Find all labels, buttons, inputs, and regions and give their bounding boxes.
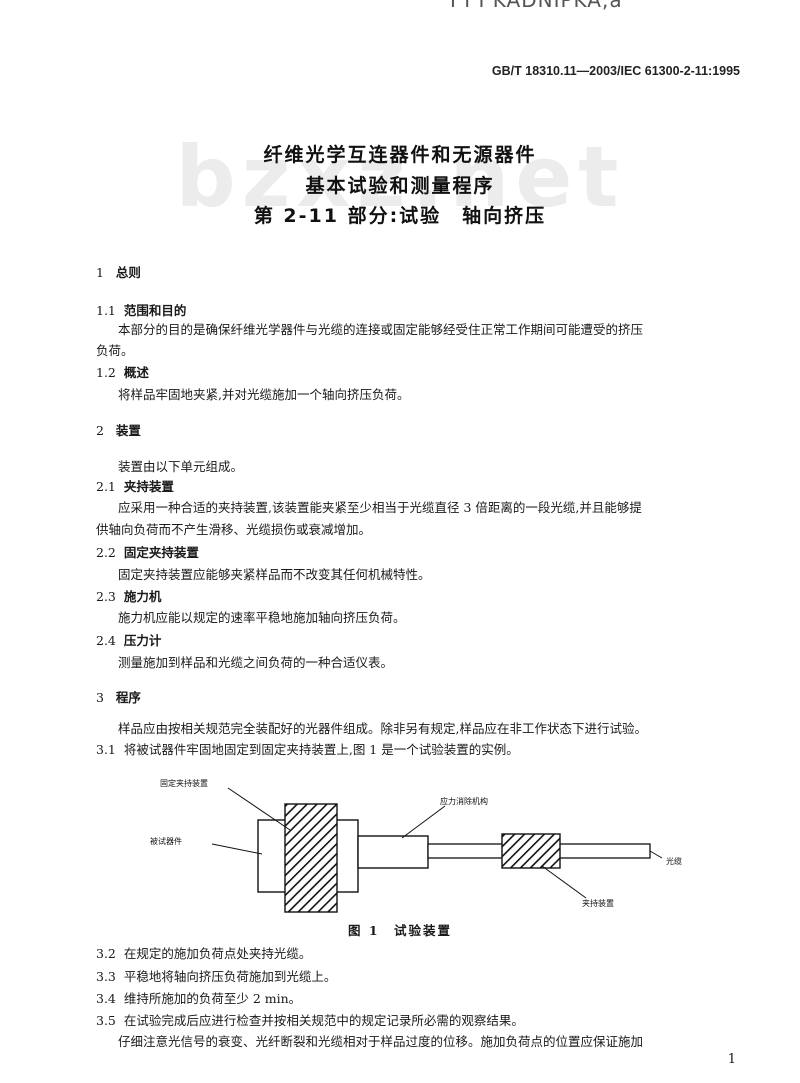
step-number: 3.1 xyxy=(96,742,116,757)
label-cable: 光缆 xyxy=(666,856,682,866)
leader-line xyxy=(211,843,263,855)
section-title: 固定夹持装置 xyxy=(123,545,199,560)
paragraph: 固定夹持装置应能够夹紧样品而不改变其任何机械特性。 xyxy=(118,567,431,582)
section-1-1-heading: 1.1 范围和目的 xyxy=(96,300,186,319)
section-title: 压力计 xyxy=(123,633,162,648)
section-2-1-heading: 2.1 夹持装置 xyxy=(96,476,174,495)
section-2-heading: 2 装置 xyxy=(96,420,141,439)
title-line-3: 第 2-11 部分:试验 轴向挤压 xyxy=(253,205,547,227)
section-title: 范围和目的 xyxy=(123,303,187,318)
test-setup-figure: 固定夹持装置 被试器件 应力消除机构 光缆 夹持装置 xyxy=(150,778,682,913)
section-3-heading: 3 程序 xyxy=(96,687,141,706)
paragraph-continuation: 供轴向负荷而不产生滑移、光缆损伤或衰减增加。 xyxy=(96,522,372,537)
section-1-heading: 1 总则 xyxy=(96,262,141,281)
section-title: 程序 xyxy=(115,690,141,705)
section-title: 装置 xyxy=(115,423,141,438)
step-text: 平稳地将轴向挤压负荷施加到光缆上。 xyxy=(123,969,337,984)
section-number: 3 xyxy=(96,690,104,705)
section-number: 1.2 xyxy=(96,365,116,380)
section-title: 总则 xyxy=(115,265,141,280)
section-number: 2.1 xyxy=(96,479,116,494)
paragraph: 测量施加到样品和光缆之间负荷的一种合适仪表。 xyxy=(118,655,394,670)
paragraph: 应采用一种合适的夹持装置,该装置能夹紧至少相当于光缆直径 3 倍距离的一段光缆,… xyxy=(118,500,642,515)
label-strain-relief: 应力消除机构 xyxy=(440,796,488,806)
step-text: 将被试器件牢固地固定到固定夹持装置上,图 1 是一个试验装置的实例。 xyxy=(123,742,519,757)
step-3-4: 3.4 维持所施加的负荷至少 2 min。 xyxy=(96,988,301,1007)
standard-number: GB/T 18310.11—2003/IEC 61300-2-11:1995 xyxy=(491,64,740,78)
step-3-1: 3.1 将被试器件牢固地固定到固定夹持装置上,图 1 是一个试验装置的实例。 xyxy=(96,739,519,758)
section-number: 2.2 xyxy=(96,545,116,560)
section-number: 2 xyxy=(96,423,104,438)
leader-line xyxy=(541,865,587,899)
page-number: 1 xyxy=(727,1052,736,1067)
step-text: 维持所施加的负荷至少 2 min。 xyxy=(123,991,302,1006)
cable-clamp-shape xyxy=(501,833,561,869)
label-device-under-test: 被试器件 xyxy=(150,836,182,846)
step-3-2: 3.2 在规定的施加负荷点处夹持光缆。 xyxy=(96,943,311,962)
section-title: 施力机 xyxy=(123,589,162,604)
step-number: 3.4 xyxy=(96,991,116,1006)
title-line-2: 基本试验和测量程序 xyxy=(305,175,495,197)
paragraph: 施力机应能以规定的速率平稳地施加轴向挤压负荷。 xyxy=(118,610,406,625)
label-fixed-clamp: 固定夹持装置 xyxy=(160,778,208,788)
leader-line xyxy=(649,850,663,859)
label-cable-clamp: 夹持装置 xyxy=(582,898,614,908)
step-number: 3.2 xyxy=(96,946,116,961)
leader-line xyxy=(227,787,291,831)
section-1-2-heading: 1.2 概述 xyxy=(96,362,149,381)
section-2-2-heading: 2.2 固定夹持装置 xyxy=(96,542,199,561)
step-3-3: 3.3 平稳地将轴向挤压负荷施加到光缆上。 xyxy=(96,966,336,985)
section-2-3-heading: 2.3 施力机 xyxy=(96,586,161,605)
step-text: 在试验完成后应进行检查并按相关规范中的规定记录所必需的观察结果。 xyxy=(123,1013,524,1028)
step-text: 在规定的施加负荷点处夹持光缆。 xyxy=(123,946,312,961)
paragraph-continuation: 仔细注意光信号的衰变、光纤断裂和光缆相对于样品过度的位移。施加负荷点的位置应保证… xyxy=(118,1034,644,1049)
fixed-clamp-shape xyxy=(284,803,338,913)
section-number: 2.3 xyxy=(96,589,116,604)
paragraph: 将样品牢固地夹紧,并对光缆施加一个轴向挤压负荷。 xyxy=(118,387,410,402)
paragraph: 本部分的目的是确保纤维光学器件与光缆的连接或固定能够经受住正常工作期间可能遭受的… xyxy=(118,322,644,337)
title-line-1: 纤维光学互连器件和无源器件 xyxy=(263,144,537,166)
paragraph-continuation: 负荷。 xyxy=(96,343,134,358)
paragraph: 样品应由按相关规范完全装配好的光器件组成。除非另有规定,样品应在非工作状态下进行… xyxy=(118,721,647,736)
step-number: 3.5 xyxy=(96,1013,116,1028)
watermark: bzxz.net xyxy=(175,128,625,226)
top-cut-text: I I I KADNIPKA,a xyxy=(450,0,623,12)
leader-line xyxy=(401,805,446,839)
section-number: 1.1 xyxy=(96,303,116,318)
step-number: 3.3 xyxy=(96,969,116,984)
section-2-4-heading: 2.4 压力计 xyxy=(96,630,161,649)
section-number: 1 xyxy=(96,265,104,280)
section-title: 概述 xyxy=(123,365,149,380)
paragraph: 装置由以下单元组成。 xyxy=(118,459,244,474)
step-3-5: 3.5 在试验完成后应进行检查并按相关规范中的规定记录所必需的观察结果。 xyxy=(96,1010,524,1029)
strain-relief-shape xyxy=(357,835,429,869)
section-number: 2.4 xyxy=(96,633,116,648)
section-title: 夹持装置 xyxy=(123,479,174,494)
figure-caption: 图 1 试验装置 xyxy=(347,923,453,938)
